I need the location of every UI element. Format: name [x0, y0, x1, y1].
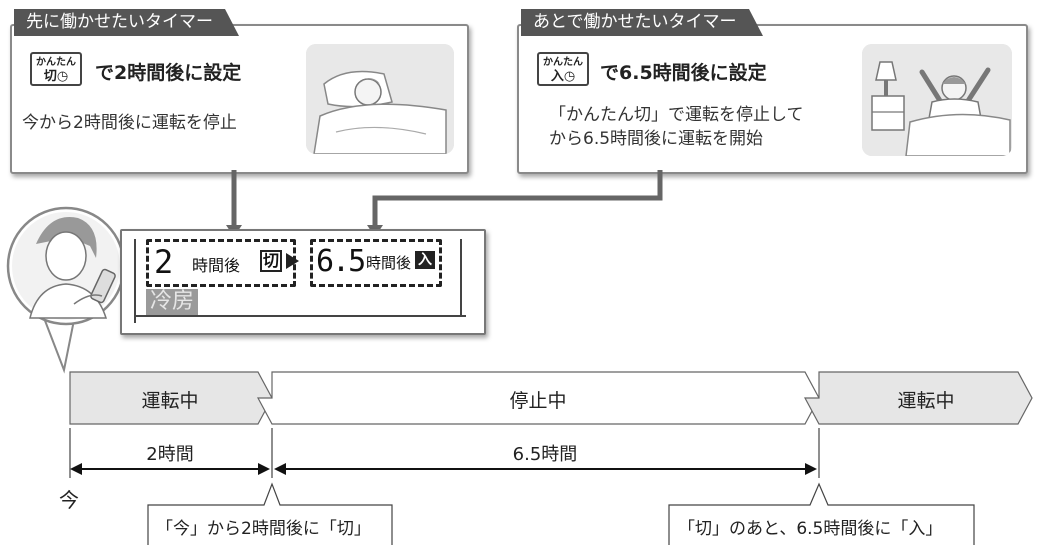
waking-person-illustration	[862, 44, 1012, 156]
remote-lcd-display: 2 時間後 切 6.5 時間後 入 冷房	[120, 229, 486, 335]
cooling-mode-label: 冷房	[146, 289, 199, 315]
clock-icon: ◷	[56, 69, 69, 84]
callout-right-text: 「切」のあと、6.5時間後に「入」	[678, 519, 943, 539]
timeline-segment-running-2	[803, 371, 1033, 425]
left-timer-card-tab: 先に働かせたいタイマー	[14, 9, 239, 36]
arrow-right-icon	[286, 253, 299, 269]
clock-icon: ◷	[563, 69, 576, 84]
off-timer-unit: 時間後	[192, 256, 241, 275]
lcd-right-border	[460, 239, 462, 317]
on-timer-digit: 6.5	[316, 244, 366, 279]
sleeping-person-illustration	[306, 44, 454, 154]
on-timer-unit: 時間後	[366, 254, 412, 272]
timeline-label-running-1: 運転中	[141, 390, 199, 412]
kantan-off-button-bottom-label: 切◷	[43, 69, 69, 84]
left-card-heading: で2時間後に設定	[95, 62, 242, 84]
kantan-on-button-top-label: かんたん	[543, 57, 583, 68]
lcd-bottom-line	[136, 315, 466, 317]
callout-right-box	[668, 482, 975, 545]
timeline-label-stopped: 停止中	[509, 390, 567, 412]
on-timer-highlight	[310, 239, 442, 287]
right-timer-card-tab: あとで働かせたいタイマー	[521, 9, 762, 36]
right-card-description-line2: から6.5時間後に運転を開始	[549, 129, 764, 149]
timeline-label-running-2: 運転中	[897, 390, 955, 412]
lcd-left-border	[134, 239, 136, 323]
off-timer-mark: 切	[260, 250, 283, 272]
timeline-segment-stopped	[256, 371, 820, 425]
right-card-heading: で6.5時間後に設定	[600, 62, 767, 84]
person-with-remote-illustration	[6, 206, 126, 374]
kantan-off-button-top-label: かんたん	[36, 57, 76, 68]
left-card-description: 今から2時間後に運転を停止	[22, 113, 237, 133]
right-card-description-line1: 「かんたん切」で運転を停止して	[549, 105, 804, 125]
on-timer-mark: 入	[415, 251, 435, 269]
duration-label-2h: 2時間	[146, 444, 194, 465]
off-timer-digit: 2	[154, 243, 174, 281]
duration-label-6-5h: 6.5時間	[512, 444, 578, 465]
kantan-on-button[interactable]: かんたん 入◷	[537, 52, 589, 86]
now-label: 今	[59, 488, 79, 512]
callout-left-box	[147, 482, 393, 545]
kantan-off-button[interactable]: かんたん 切◷	[30, 52, 82, 86]
callout-left-text: 「今」から2時間後に「切」	[156, 519, 371, 539]
kantan-on-button-bottom-label: 入◷	[550, 69, 576, 84]
